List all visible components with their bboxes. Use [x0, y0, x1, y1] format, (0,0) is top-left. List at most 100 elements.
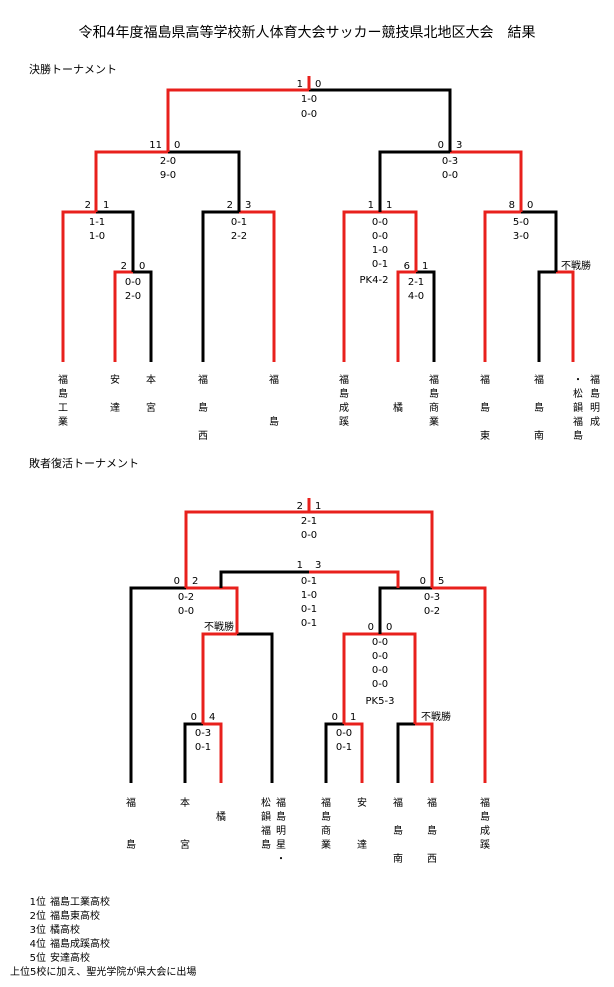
consolation-tournament-heading: 敗者復活トーナメント: [29, 457, 139, 470]
period-score: 0-0: [372, 679, 388, 690]
cons-r3b-right: [432, 586, 487, 783]
team-name: 福: [198, 373, 208, 386]
team-name: 福: [480, 796, 490, 809]
score-right: 0: [139, 261, 145, 272]
page-title: 令和4年度福島県高等学校新人体育大会サッカー競技県北地区大会 結果: [78, 25, 536, 41]
rank-label: 5位: [29, 953, 46, 964]
period-score: PK5-3: [366, 696, 395, 707]
score-left: 8: [509, 200, 515, 211]
result-row: 4位福島成蹊高校: [14, 940, 110, 950]
score-left: 2: [85, 200, 91, 211]
period-score: 3-0: [513, 231, 529, 242]
final-r1c-left: [396, 270, 416, 362]
score-right: 3: [315, 560, 321, 571]
rank-school: 橘高校: [50, 925, 80, 936]
score-right: 0: [386, 622, 392, 633]
team-name: 本: [180, 796, 190, 809]
rank-school: 福島成蹊高校: [50, 939, 110, 950]
score-left: 11: [149, 140, 162, 151]
final-tournament-heading: 決勝トーナメント: [29, 63, 117, 76]
cons-bye1-left: [201, 632, 237, 724]
period-score: 0-0: [442, 170, 458, 181]
period-score: 0-1: [231, 217, 247, 228]
team-name: 島: [276, 810, 286, 823]
team-name: 業: [58, 415, 68, 428]
rank-label: 3位: [29, 925, 46, 936]
team-name: 島: [590, 387, 600, 400]
final-final-right: [309, 88, 452, 152]
cons-bye1-right: [237, 632, 274, 783]
period-score: 5-0: [513, 217, 529, 228]
period-score: 0-1: [336, 742, 352, 753]
team-name: 島: [126, 838, 136, 851]
score-left: 6: [404, 261, 410, 272]
score-left: 0: [191, 712, 197, 723]
team-name: 東: [480, 429, 490, 442]
rank-school: 安達高校: [50, 953, 90, 964]
rank-label: 2位: [29, 911, 46, 922]
team-name: 橘: [393, 402, 403, 414]
cons-sf-right: [309, 570, 400, 588]
team-name: 商: [429, 401, 439, 414]
team-name: 本: [146, 373, 156, 386]
period-score: 0-0: [372, 665, 388, 676]
final-final-left: [166, 88, 309, 152]
team-name: 福: [339, 373, 349, 386]
team-name: 島: [427, 824, 437, 837]
team-name: 南: [393, 852, 403, 865]
final-r2c-right: [380, 210, 418, 272]
team-name: 成: [339, 402, 349, 414]
final-sf1-right: [168, 150, 241, 212]
final-r2-right: [96, 210, 135, 272]
team-name: 島: [269, 415, 279, 428]
cons-r1b-right: [344, 722, 364, 783]
team-name: 達: [357, 839, 367, 851]
team-name: 福: [590, 373, 600, 386]
team-name: 星: [276, 839, 286, 851]
cons-sf-left: [219, 570, 309, 588]
score-left: 1: [297, 560, 303, 571]
team-name: 明: [276, 825, 286, 837]
team-name: 福: [269, 373, 279, 386]
cons-final-right: [309, 510, 434, 588]
team-name: 福: [261, 824, 271, 837]
period-score: 1-0: [301, 94, 317, 105]
team-name: 島: [534, 401, 544, 414]
score-right: 0: [174, 140, 180, 151]
team-name: 業: [429, 415, 439, 428]
period-score: 2-0: [125, 291, 141, 302]
cons-r1a-right: [203, 722, 223, 783]
team-name: 島: [261, 838, 271, 851]
result-row: 1位福島工業高校: [14, 898, 110, 908]
period-score: 0-0: [336, 728, 352, 739]
team-name: ・: [573, 375, 583, 386]
score-right: 1: [422, 261, 428, 272]
period-score: 0-0: [125, 277, 141, 288]
team-name: ・: [276, 854, 286, 865]
final-bye-right: [556, 270, 575, 362]
team-name: 西: [198, 431, 208, 442]
team-name: 福: [480, 373, 490, 386]
team-name: 商: [321, 824, 331, 837]
team-name: 福: [429, 373, 439, 386]
cons-r2b-left: [342, 632, 380, 724]
qualification-note: 上位5校に加え、聖光学院が県大会に出場: [10, 967, 197, 978]
period-score: 1-0: [372, 245, 388, 256]
score-right: 3: [245, 200, 251, 211]
team-name: 福: [126, 796, 136, 809]
period-score: 0-2: [178, 592, 194, 603]
cons-r1b-left: [324, 722, 344, 783]
bye-label: 不戦勝: [204, 620, 234, 633]
team-name: 成: [480, 825, 490, 837]
cons-r3a-right: [186, 586, 239, 634]
team-name: 福: [393, 796, 403, 809]
cons-r3a-left: [129, 586, 186, 783]
period-score: 0-0: [372, 637, 388, 648]
team-name: 安: [357, 796, 367, 809]
score-right: 0: [527, 200, 533, 211]
score-right: 5: [438, 576, 444, 587]
cons-final-left: [184, 510, 309, 588]
team-name: 橘: [216, 811, 226, 823]
score-right: 0: [315, 79, 321, 90]
score-right: 1: [103, 200, 109, 211]
